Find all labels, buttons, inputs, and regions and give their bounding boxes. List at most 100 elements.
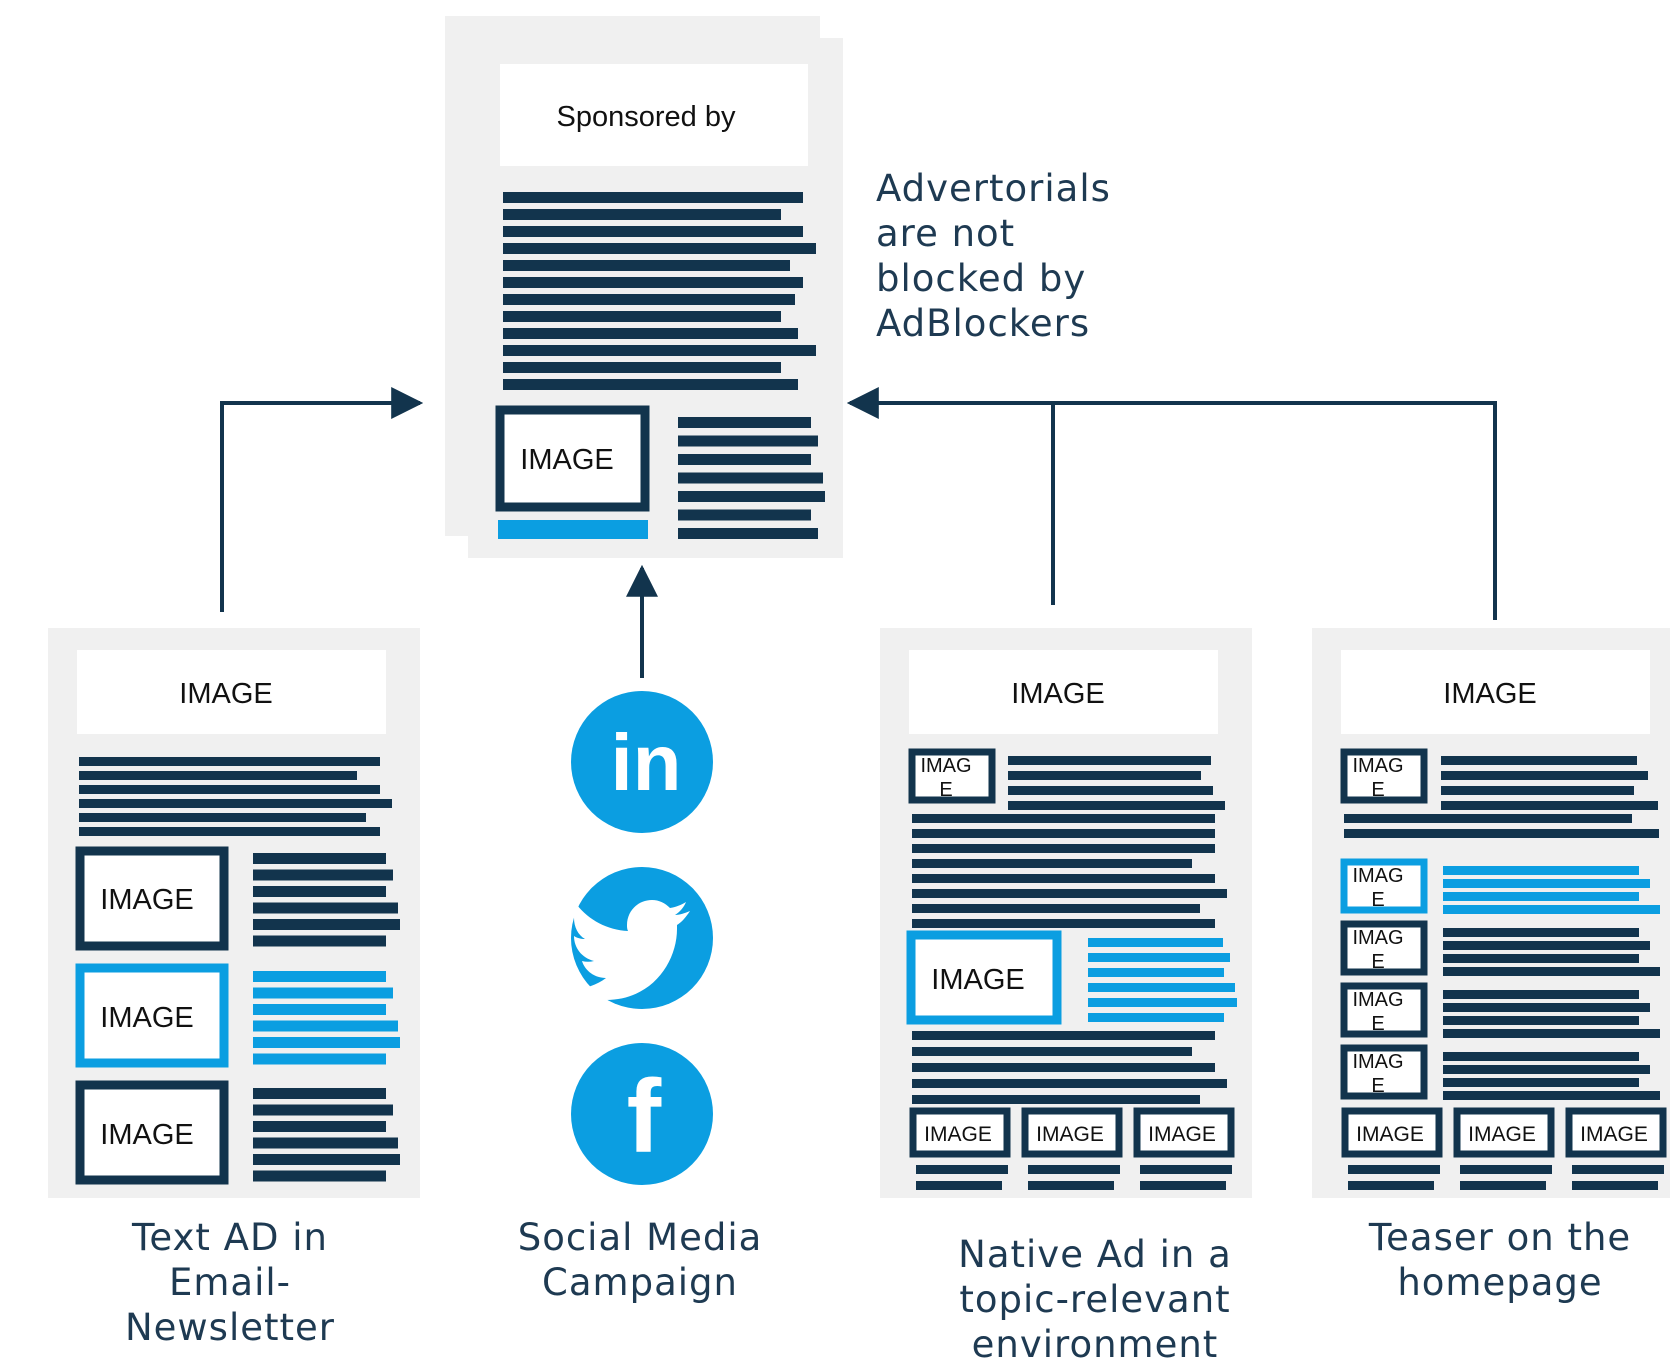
text-line: [912, 904, 1200, 913]
native-feature-image: [906, 930, 1062, 1025]
text-line: [253, 1088, 386, 1099]
newsletter-image-2-label: IMAGE: [100, 1002, 193, 1034]
facebook-icon[interactable]: f: [571, 1043, 713, 1185]
text-line: [912, 829, 1215, 838]
advertorial-image-frame: [495, 405, 650, 512]
twitter-icon[interactable]: [567, 867, 713, 1009]
thumbnail-text-line: [1028, 1181, 1114, 1190]
text-line: [1443, 967, 1660, 976]
text-line: [1008, 801, 1225, 810]
text-line: [1443, 1065, 1650, 1074]
newsletter-image-3: [75, 1080, 229, 1185]
text-line: [1443, 928, 1639, 937]
text-line: [253, 853, 386, 864]
advertorials-note: Advertorials are not blocked by AdBlocke…: [876, 166, 1136, 346]
text-line: [912, 1079, 1227, 1088]
text-line: [253, 1121, 386, 1132]
advertorials-note-line-3: blocked by: [876, 257, 1087, 300]
newsletter-row-lines: [253, 853, 400, 1182]
text-line: [1008, 786, 1213, 795]
small-image-label: IMAG: [1352, 989, 1403, 1011]
text-line: [1344, 814, 1632, 823]
text-line: [1008, 756, 1211, 765]
text-line: [253, 919, 400, 930]
text-line: [253, 886, 386, 897]
native-caption-line-1: Native Ad in a: [958, 1233, 1232, 1276]
text-line: [503, 243, 816, 254]
text-line: [253, 1170, 386, 1182]
text-line: [1088, 983, 1235, 992]
text-line: [1443, 905, 1660, 914]
thumbnail-frame: [1021, 1107, 1123, 1158]
small-image-frame: [1340, 858, 1428, 914]
thumbnail-text-line: [1460, 1165, 1552, 1174]
text-line: [253, 1137, 398, 1149]
small-image-frame: [1340, 1044, 1428, 1100]
linkedin-icon[interactable]: in: [571, 691, 713, 833]
text-line: [503, 328, 798, 339]
linkedin-glyph: in: [610, 718, 681, 807]
text-line: [79, 799, 392, 808]
text-line: [1441, 771, 1648, 780]
text-line: [1443, 1003, 1650, 1012]
thumbnail-text-line: [1348, 1181, 1434, 1190]
text-line: [503, 379, 798, 390]
newsletter-image-1-label: IMAGE: [100, 884, 193, 916]
text-line: [253, 1037, 400, 1048]
text-line: [253, 971, 386, 982]
text-line: [912, 889, 1227, 898]
native-caption: Native Ad in a topic-relevant environmen…: [905, 1232, 1285, 1367]
native-caption-line-3: environment: [971, 1323, 1219, 1366]
text-line: [1441, 786, 1634, 795]
text-line: [503, 277, 803, 288]
newsletter-mockup: IMAGE IMAGE IMAGE IMAGE: [48, 628, 420, 1198]
thumbnail-frame: [1565, 1107, 1667, 1158]
text-line: [79, 785, 380, 794]
thumbnail-text-line: [1140, 1165, 1232, 1174]
small-image-label: E: [1371, 1013, 1384, 1035]
twitter-bird-shape: [567, 900, 690, 1000]
thumbnail-text-line: [1140, 1181, 1226, 1190]
teaser-caption-line-2: homepage: [1397, 1261, 1603, 1304]
small-image-frame: [1340, 982, 1428, 1038]
teaser-header-image-label: IMAGE: [1443, 678, 1536, 710]
text-line: [1441, 756, 1637, 765]
newsletter-caption: Text AD in Email- Newsletter: [60, 1215, 400, 1350]
newsletter-image-2: [75, 963, 229, 1068]
small-image-label: IMAG: [1352, 927, 1403, 949]
small-image-frame: [1340, 748, 1428, 804]
thumbnail-label: IMAGE: [1468, 1123, 1536, 1146]
text-line: [1443, 954, 1639, 963]
sponsored-by-label: Sponsored by: [557, 101, 736, 133]
text-line: [1443, 1016, 1639, 1025]
text-line: [79, 813, 366, 822]
newsletter-image-1: [75, 846, 229, 951]
newsletter-header-image-label: IMAGE: [179, 678, 272, 710]
text-line: [79, 757, 380, 766]
text-line: [1443, 866, 1639, 875]
newsletter-caption-line-1: Text AD in: [132, 1216, 328, 1259]
newsletter-image-3-label: IMAGE: [100, 1119, 193, 1151]
text-line: [253, 1004, 386, 1015]
text-line: [912, 1095, 1200, 1104]
thumbnail-label: IMAGE: [1036, 1123, 1104, 1146]
thumbnail-text-line: [1028, 1165, 1120, 1174]
text-line: [1443, 1091, 1660, 1100]
text-line: [912, 1031, 1215, 1040]
text-line: [253, 902, 398, 914]
advertorial-text-lines: [503, 192, 816, 390]
small-image-label: E: [1371, 889, 1384, 911]
text-line: [79, 827, 380, 836]
native-highlighted-lines: [1088, 938, 1237, 1022]
advertorial-side-lines: [678, 417, 825, 539]
text-line: [912, 814, 1215, 823]
native-bottom-lines: [912, 1031, 1227, 1104]
text-line: [253, 935, 386, 947]
newsletter-caption-line-2: Email-: [168, 1261, 291, 1304]
text-line: [253, 1154, 400, 1165]
advertorials-note-line-1: Advertorials: [876, 167, 1111, 210]
